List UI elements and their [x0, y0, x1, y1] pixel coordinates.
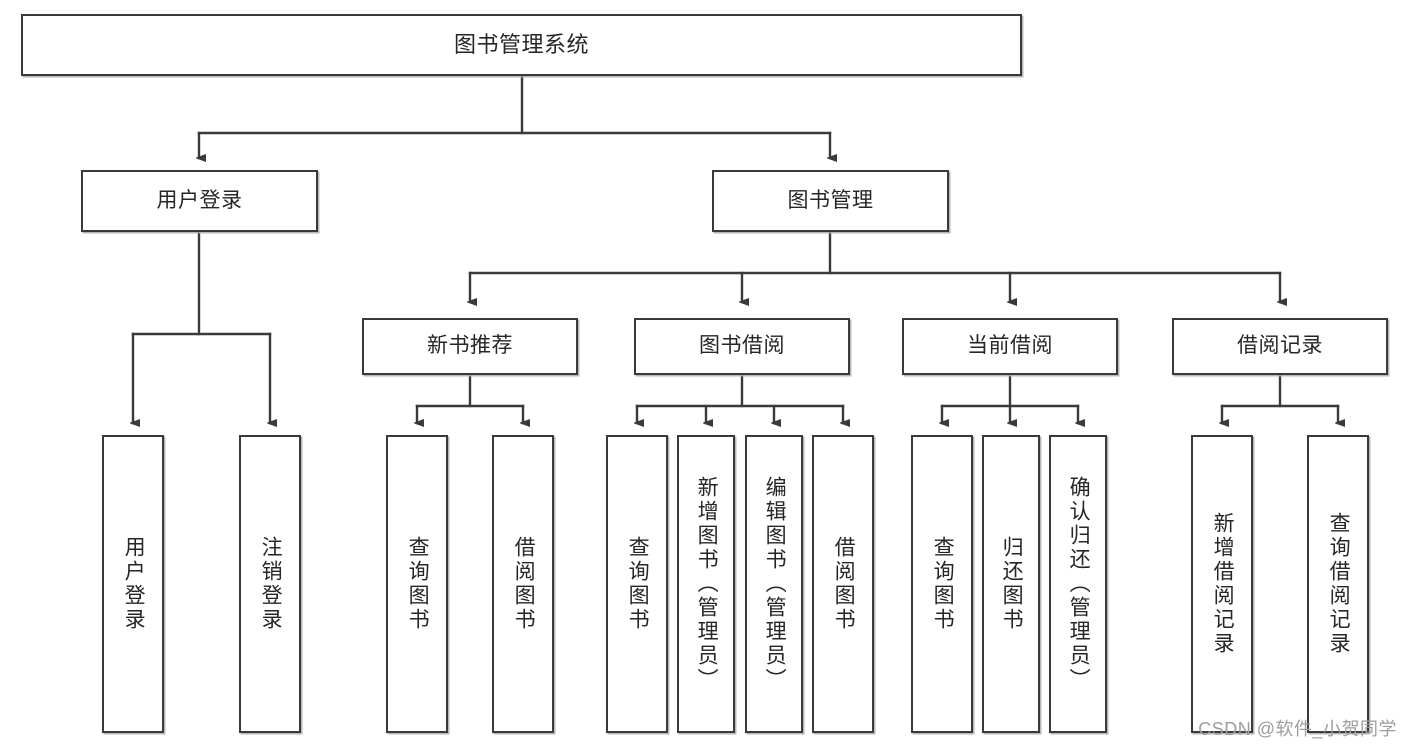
- leaf-current-borrow-return-label: 归还图书: [1000, 536, 1024, 632]
- leaf-user-login-logout[interactable]: 注销登录: [239, 435, 301, 733]
- leaf-current-borrow-query[interactable]: 查询图书: [911, 435, 973, 733]
- leaf-new-book-query-label: 查询图书: [406, 536, 430, 632]
- leaf-borrow-record-add[interactable]: 新增借阅记录: [1191, 435, 1253, 733]
- leaf-new-book-borrow[interactable]: 借阅图书: [492, 435, 554, 733]
- leaf-book-borrow-add-label: 新增图书（管理员）: [695, 476, 719, 692]
- leaf-borrow-record-add-label: 新增借阅记录: [1211, 512, 1235, 656]
- leaf-new-book-query[interactable]: 查询图书: [386, 435, 448, 733]
- leaf-book-borrow-edit-label: 编辑图书（管理员）: [763, 476, 787, 692]
- node-user-login[interactable]: 用户登录: [81, 170, 318, 232]
- node-book-borrow[interactable]: 图书借阅: [634, 318, 850, 375]
- node-current-borrow[interactable]: 当前借阅: [902, 318, 1118, 375]
- node-user-login-label: 用户登录: [156, 188, 243, 212]
- leaf-book-borrow-query[interactable]: 查询图书: [606, 435, 668, 733]
- leaf-borrow-record-query-label: 查询借阅记录: [1327, 512, 1351, 656]
- node-new-book-recommend[interactable]: 新书推荐: [362, 318, 578, 375]
- node-root-label: 图书管理系统: [453, 32, 589, 58]
- node-borrow-record[interactable]: 借阅记录: [1172, 318, 1388, 375]
- leaf-borrow-record-query[interactable]: 查询借阅记录: [1307, 435, 1369, 733]
- node-book-management-label: 图书管理: [787, 188, 874, 212]
- leaf-book-borrow-edit[interactable]: 编辑图书（管理员）: [745, 435, 803, 733]
- leaf-user-login-logout-label: 注销登录: [259, 536, 283, 632]
- leaf-user-login-login[interactable]: 用户登录: [102, 435, 164, 733]
- leaf-book-borrow-add[interactable]: 新增图书（管理员）: [677, 435, 735, 733]
- node-new-book-recommend-label: 新书推荐: [427, 334, 513, 358]
- node-current-borrow-label: 当前借阅: [967, 334, 1053, 358]
- node-book-borrow-label: 图书借阅: [699, 334, 785, 358]
- node-borrow-record-label: 借阅记录: [1237, 334, 1323, 358]
- node-root[interactable]: 图书管理系统: [21, 14, 1022, 76]
- leaf-current-borrow-query-label: 查询图书: [931, 536, 955, 632]
- watermark: CSDN @软件_小贺同学: [1198, 719, 1397, 739]
- leaf-current-borrow-confirm[interactable]: 确认归还（管理员）: [1049, 435, 1107, 733]
- leaf-user-login-login-label: 用户登录: [122, 536, 146, 632]
- leaf-book-borrow-borrow-label: 借阅图书: [832, 536, 856, 632]
- leaf-current-borrow-return[interactable]: 归还图书: [982, 435, 1040, 733]
- node-book-management[interactable]: 图书管理: [712, 170, 949, 232]
- leaf-current-borrow-confirm-label: 确认归还（管理员）: [1067, 476, 1091, 692]
- leaf-book-borrow-query-label: 查询图书: [626, 536, 650, 632]
- leaf-book-borrow-borrow[interactable]: 借阅图书: [812, 435, 874, 733]
- leaf-new-book-borrow-label: 借阅图书: [512, 536, 536, 632]
